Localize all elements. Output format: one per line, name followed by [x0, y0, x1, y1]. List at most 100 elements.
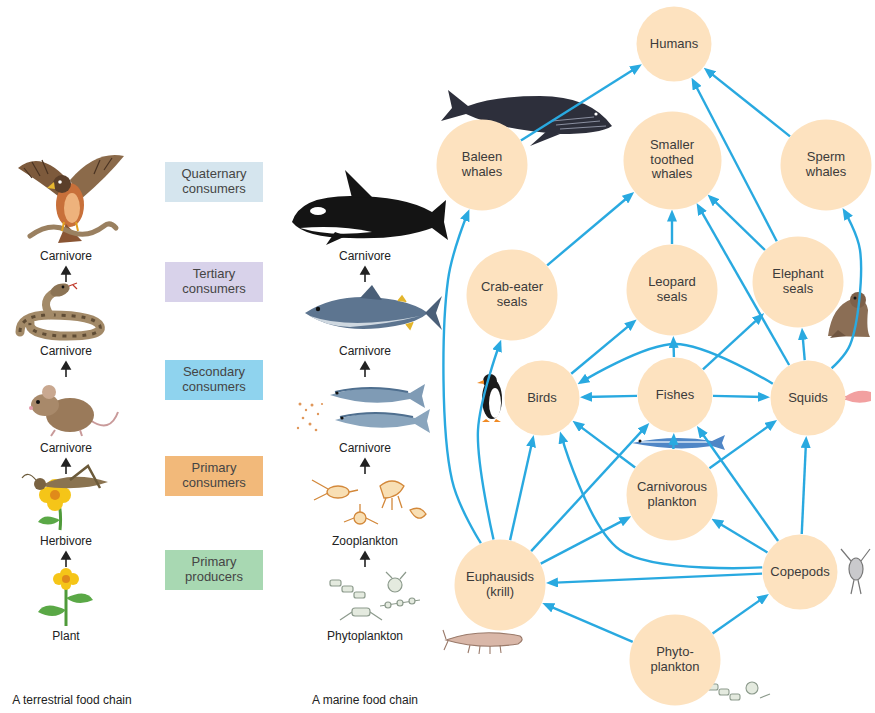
trophic-level-band: Primary consumers [165, 456, 263, 496]
organism-node: Birds [504, 360, 580, 436]
chain-arrow [364, 466, 366, 474]
tuna-figure [310, 316, 420, 327]
chain-arrow [361, 552, 369, 559]
node-text-group: Phyto- plankton [636, 645, 714, 675]
trophic-level-band: Secondary consumers [165, 360, 263, 400]
penguin-figure [482, 419, 501, 422]
node-circle [763, 535, 838, 610]
hawk-figure [30, 224, 116, 236]
node-label: Elephant seals [759, 267, 837, 297]
node-label: Crab-eater seals [473, 280, 551, 310]
tuna-figure [316, 307, 320, 311]
feeding-arrow [547, 195, 631, 266]
node-circle [771, 361, 846, 436]
node-text-group: Euphausids (krill) [461, 570, 539, 600]
sardine-figure [297, 384, 430, 433]
node-circle [437, 120, 528, 211]
feeding-arrow [510, 439, 533, 540]
organism-node: Baleen whales [436, 119, 528, 211]
phytoplankton-figure [385, 602, 391, 608]
tuna-figure [305, 297, 428, 329]
orca-figure [326, 232, 346, 245]
hawk-figure [64, 193, 80, 223]
chain-arrow [65, 274, 67, 282]
organism-label: Phytoplankton [327, 629, 403, 643]
organism-node: Smaller toothed whales [623, 111, 722, 210]
feeding-arrow [571, 322, 633, 374]
plant-figure [38, 605, 66, 616]
sardine-figure [309, 423, 312, 426]
sardine-figure [340, 416, 343, 419]
node-text-group: Primary consumers [169, 461, 259, 491]
feeding-arrow [713, 396, 766, 397]
zooplankton-figure [382, 496, 402, 510]
feeding-arrow [672, 437, 675, 449]
node-label: Quaternary consumers [169, 167, 259, 197]
whale-figure [552, 117, 606, 129]
zooplankton-figure [354, 512, 366, 524]
mouse-figure [36, 400, 40, 404]
sardine-figure [330, 384, 425, 408]
feeding-arrow [584, 396, 637, 397]
node-label: Primary producers [169, 555, 259, 585]
chain-arrow [65, 559, 67, 567]
organism-label: Carnivore [339, 344, 391, 358]
sardine-figure [335, 388, 408, 392]
node-text-group: Copepods [770, 565, 829, 580]
chain-arrow [65, 369, 67, 377]
feeding-arrow [715, 521, 768, 553]
mouse-figure [29, 385, 118, 436]
tuna-figure [305, 285, 442, 330]
phytoplankton-figure [330, 572, 420, 620]
organism-label: Carnivore [339, 441, 391, 455]
node-label: Smaller toothed whales [633, 138, 711, 183]
node-text-group: Fishes [656, 388, 694, 403]
node-text-group: Humans [650, 37, 698, 52]
feeding-arrow [671, 214, 673, 245]
sardine-figure [305, 409, 307, 411]
feeding-arrow [478, 343, 500, 539]
node-text-group: Elephant seals [759, 267, 837, 297]
node-text-group: Tertiary consumers [169, 267, 259, 297]
phytoplankton-figure [730, 694, 740, 700]
chain-arrow [62, 267, 70, 274]
grasshopper-flower-figure [50, 490, 60, 500]
phytoplankton-figure [708, 682, 770, 700]
seal-figure [854, 297, 857, 300]
zooplankton-figure [312, 480, 426, 524]
node-text-group: Leopard seals [633, 275, 711, 305]
sardine-figure [317, 413, 319, 415]
whale-figure [594, 112, 597, 115]
node-circle [638, 358, 713, 433]
node-text-group: Smaller toothed whales [633, 138, 711, 183]
feeding-arrow [802, 332, 804, 360]
phytoplankton-figure [409, 598, 415, 604]
node-text-group: Quaternary consumers [169, 167, 259, 197]
sardine-figure [299, 403, 302, 406]
grasshopper-flower-figure [22, 474, 36, 480]
organism-node: Euphausids (krill) [454, 539, 546, 631]
orca-figure [292, 170, 448, 245]
tuna-figure [360, 285, 382, 300]
phytoplankton-figure [330, 580, 341, 586]
node-circle [505, 361, 580, 436]
phytoplankton-figure [388, 578, 402, 592]
hawk-figure [47, 182, 55, 189]
hawk-figure [94, 158, 112, 174]
zooplankton-figure [312, 480, 358, 500]
node-label: Humans [650, 37, 698, 52]
feeding-arrow [546, 605, 633, 642]
chain-arrow [364, 559, 366, 567]
organism-node: Fishes [637, 357, 713, 433]
node-circle [627, 245, 718, 336]
organism-node: Copepods [762, 534, 838, 610]
phytoplankton-figure [760, 694, 770, 698]
feeding-arrow [541, 518, 628, 563]
node-text-group: Baleen whales [443, 150, 521, 180]
hawk-figure [18, 155, 124, 243]
krill-figure [443, 630, 522, 654]
chain-arrow [65, 466, 67, 474]
feeding-arrow [521, 66, 639, 140]
organism-node: Crab-eater seals [466, 249, 558, 341]
